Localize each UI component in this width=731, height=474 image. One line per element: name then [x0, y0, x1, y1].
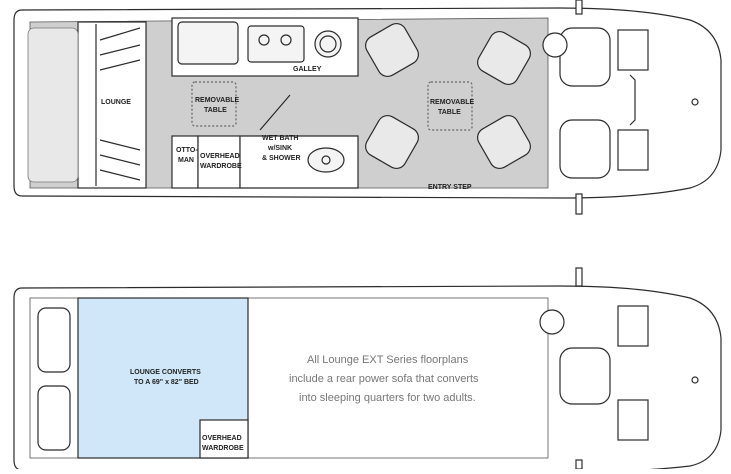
note-line-2: include a rear power sofa that converts — [289, 373, 479, 385]
label-wardrobe-top-2: WARDROBE — [200, 163, 242, 170]
note-line-3: into sleeping quarters for two adults. — [299, 392, 476, 404]
label-wet-bath-3: & SHOWER — [262, 155, 301, 162]
label-bed-1: LOUNGE CONVERTS — [130, 369, 201, 376]
captain-chairs — [365, 23, 531, 169]
label-wet-bath-2: w/SINK — [267, 145, 292, 152]
label-ottoman-2: MAN — [178, 157, 194, 164]
label-removable-table-right-2: TABLE — [438, 109, 461, 116]
label-bed-2: TO A 69" x 82" BED — [134, 379, 199, 386]
label-removable-table-left-2: TABLE — [204, 107, 227, 114]
label-removable-table-left-1: REMOVABLE — [195, 97, 240, 104]
label-lounge: LOUNGE — [101, 99, 131, 106]
label-removable-table-right-1: REMOVABLE — [430, 99, 475, 106]
bottom-floorplan — [13, 267, 722, 473]
removable-table-left — [191, 81, 237, 127]
removable-table-right — [427, 81, 473, 131]
label-wardrobe-bottom-2: WARDROBE — [202, 445, 244, 452]
label-galley: GALLEY — [293, 66, 322, 73]
ottoman — [171, 135, 199, 189]
label-entry-step: ENTRY STEP — [428, 184, 472, 191]
overhead-wardrobe-bottom — [199, 419, 249, 459]
lounge-sofa — [77, 21, 147, 189]
label-wardrobe-bottom-1: OVERHEAD — [202, 435, 242, 442]
label-ottoman-1: OTTO- — [176, 147, 198, 154]
note-line-1: All Lounge EXT Series floorplans — [307, 354, 469, 366]
label-wardrobe-top-1: OVERHEAD — [200, 153, 240, 160]
label-wet-bath-1: WET BATH — [262, 135, 298, 142]
top-floorplan — [13, 0, 722, 215]
overhead-wardrobe-top — [197, 135, 241, 189]
